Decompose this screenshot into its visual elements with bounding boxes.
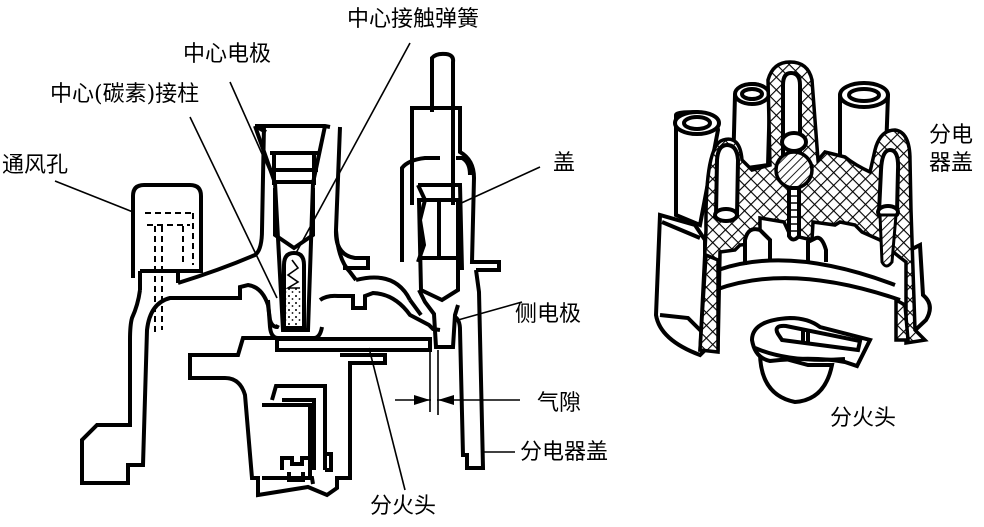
label-distributor-cap-right-line1: 分电 xyxy=(929,123,973,148)
label-rotor-left: 分火头 xyxy=(370,494,436,519)
label-side-electrode: 侧电极 xyxy=(515,302,581,327)
label-cap: 盖 xyxy=(553,151,575,176)
label-center-carbon-post: 中心(碳素)接柱 xyxy=(50,82,199,107)
rotor-left xyxy=(188,336,432,498)
label-center-contact-spring: 中心接触弹簧 xyxy=(347,7,479,32)
air-gap-dimension xyxy=(395,350,520,415)
vent-hole-part xyxy=(131,183,203,332)
carbon-post-assembly xyxy=(282,250,306,330)
right-perspective-view: 分电 器盖 分火头 xyxy=(653,60,973,431)
left-section-view: 中心接触弹簧 中心电极 中心(碳素)接柱 通风孔 盖 侧电极 气隙 分电器盖 分… xyxy=(2,7,608,519)
side-electrode-tower xyxy=(400,51,501,349)
leader-lines xyxy=(54,42,541,491)
cap-cutaway-body xyxy=(698,60,929,352)
mid-housing xyxy=(318,229,441,332)
rotor-right xyxy=(749,315,873,405)
label-distributor-cap-right-line2: 器盖 xyxy=(929,151,973,176)
label-air-gap: 气隙 xyxy=(537,391,581,416)
cap-housing xyxy=(80,124,423,485)
label-distributor-cap: 分电器盖 xyxy=(520,440,608,465)
label-center-electrode: 中心电极 xyxy=(183,42,271,67)
distributor-cap-wall xyxy=(453,269,486,470)
cap-skirt-interior xyxy=(698,252,910,354)
label-vent-hole: 通风孔 xyxy=(2,153,68,178)
label-rotor-right: 分火头 xyxy=(830,406,896,431)
